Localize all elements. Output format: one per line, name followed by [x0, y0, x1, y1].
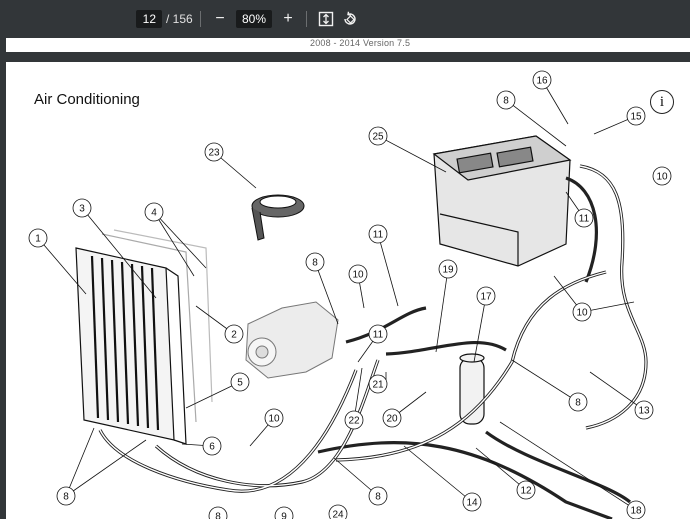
callout-label: 22	[348, 416, 360, 427]
callout-3	[72, 198, 92, 218]
callout-label: 23	[208, 148, 220, 159]
callout-10	[264, 408, 284, 428]
page-footer-text: 2008 - 2014 Version 7.5	[310, 38, 411, 48]
callout-label: 25	[372, 132, 384, 143]
callout-label: 8	[215, 512, 221, 519]
page-number-input[interactable]: 12	[136, 10, 162, 28]
callout-label: 10	[352, 270, 364, 281]
page-title: Air Conditioning	[34, 91, 140, 108]
fit-to-page-icon[interactable]	[318, 11, 334, 27]
ac-exploded-diagram: 1 3 4 2 5 6 8 23 8 10 11 11 25 19 17 8 1…	[28, 70, 672, 519]
callout-label: 17	[480, 292, 492, 303]
callout-18	[626, 500, 646, 519]
callout-17	[476, 286, 496, 306]
callout-8	[496, 90, 516, 110]
callout-label: 11	[373, 230, 384, 241]
callout-label: 6	[209, 442, 215, 453]
callout-16	[532, 70, 552, 90]
callout-label: 9	[281, 512, 287, 519]
callout-label: 10	[576, 308, 588, 319]
condenser	[75, 229, 213, 445]
callout-10	[652, 166, 672, 186]
callout-label: 21	[372, 380, 384, 391]
callout-label: 18	[630, 506, 642, 517]
info-icon: i	[650, 90, 674, 114]
callout-11	[574, 208, 594, 228]
callout-14	[462, 492, 482, 512]
callout-24	[328, 504, 348, 519]
callout-8	[56, 486, 76, 506]
compressor	[245, 301, 339, 379]
toolbar-divider	[306, 11, 307, 27]
callout-19	[438, 259, 458, 279]
callout-label: 3	[79, 204, 85, 215]
callout-4	[144, 202, 164, 222]
callout-label: 14	[466, 498, 478, 509]
callout-label: 8	[375, 492, 381, 503]
callout-23	[204, 142, 224, 162]
callout-label: 4	[151, 208, 157, 219]
callout-8	[208, 506, 228, 519]
zoom-in-button[interactable]: +	[283, 10, 293, 27]
callout-label: 10	[656, 172, 668, 183]
pdf-page: 1 3 4 2 5 6 8 23 8 10 11 11 25 19 17 8 1…	[6, 62, 690, 519]
gasket-roll	[251, 194, 305, 241]
callout-label: 15	[630, 112, 642, 123]
callout-8	[368, 486, 388, 506]
callout-label: 2	[231, 330, 237, 341]
callout-9	[274, 506, 294, 519]
callout-label: 5	[237, 378, 243, 389]
callout-label: 19	[442, 265, 454, 276]
callout-label: 8	[312, 258, 318, 269]
callout-25	[368, 126, 388, 146]
callout-5	[230, 372, 250, 392]
callout-label: 12	[520, 486, 532, 497]
zoom-out-button[interactable]: −	[215, 10, 225, 27]
callout-6	[202, 436, 222, 456]
previous-page-edge: 2008 - 2014 Version 7.5	[6, 38, 690, 52]
callout-8	[568, 392, 588, 412]
callout-label: 16	[536, 76, 548, 87]
callout-8	[305, 252, 325, 272]
callout-label: 20	[386, 414, 398, 425]
callout-label: 1	[35, 234, 41, 245]
callout-label: 11	[373, 330, 384, 341]
callout-1	[28, 228, 48, 248]
pdf-toolbar: 12 / 156 − 80% +	[0, 0, 690, 38]
page-total: / 156	[166, 12, 193, 26]
callout-11	[368, 224, 388, 244]
callout-2	[224, 324, 244, 344]
callout-label: 24	[332, 510, 344, 519]
callout-13	[634, 400, 654, 420]
callout-10	[572, 302, 592, 322]
zoom-level-input[interactable]: 80%	[236, 10, 272, 28]
callout-20	[382, 408, 402, 428]
callout-11	[368, 324, 388, 344]
callout-21	[368, 374, 388, 394]
callout-label: 8	[575, 398, 581, 409]
callout-12	[516, 480, 536, 500]
callout-label: 8	[63, 492, 69, 503]
callout-15	[626, 106, 646, 126]
callout-label: 10	[268, 414, 280, 425]
callout-22	[344, 410, 364, 430]
evaporator-box	[432, 135, 572, 267]
rotate-icon[interactable]	[342, 11, 358, 27]
toolbar-divider	[200, 11, 201, 27]
callout-label: 13	[638, 406, 650, 417]
callout-label: 8	[503, 96, 509, 107]
callout-10	[348, 264, 368, 284]
callout-label: 11	[579, 214, 590, 225]
